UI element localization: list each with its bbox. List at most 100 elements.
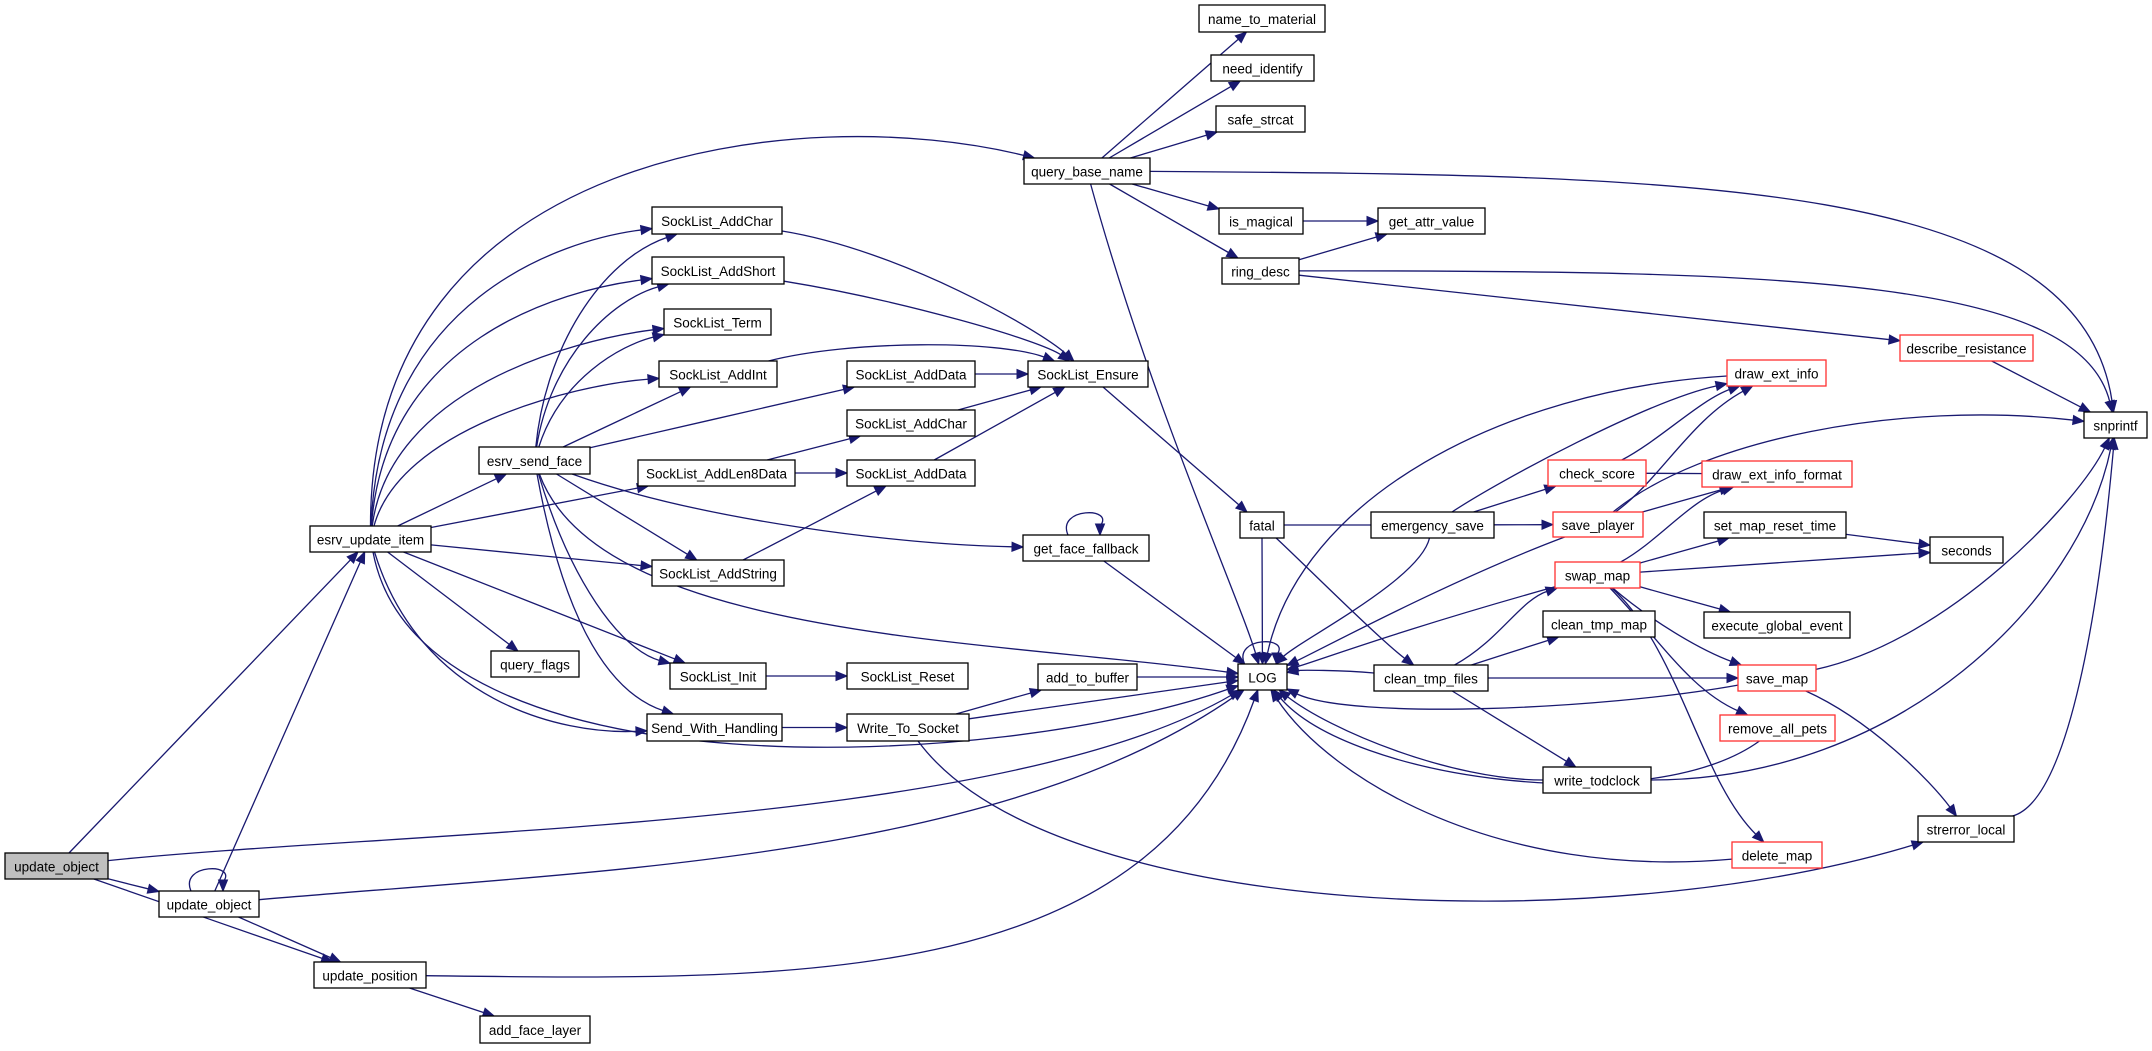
node-box[interactable] (2083, 411, 2148, 439)
node-clean-tmp-files[interactable]: clean_tmp_files (1373, 664, 1489, 692)
node-box[interactable] (1027, 360, 1149, 388)
node-safe-strcat[interactable]: safe_strcat (1215, 105, 1306, 133)
node-box[interactable] (1542, 610, 1656, 638)
node-socklist-addlen8data[interactable]: SockList_AddLen8Data (637, 459, 796, 487)
node-box[interactable] (1023, 157, 1151, 185)
node-box[interactable] (846, 713, 970, 742)
node-save-map[interactable]: save_map (1737, 664, 1817, 692)
node-execute-global-event[interactable]: execute_global_event (1703, 611, 1851, 639)
node-check-score[interactable]: check_score (1547, 459, 1647, 487)
node-box[interactable] (478, 446, 591, 475)
node-esrv-update-item[interactable]: esrv_update_item (309, 525, 432, 553)
node-log[interactable]: LOG (1237, 663, 1288, 691)
node-box[interactable] (646, 713, 783, 742)
node-socklist-term[interactable]: SockList_Term (663, 308, 772, 336)
node-box[interactable] (651, 206, 783, 235)
node-box[interactable] (1737, 664, 1817, 692)
node-box[interactable] (663, 308, 772, 336)
node-box[interactable] (1547, 459, 1647, 487)
node-box[interactable] (1703, 611, 1851, 639)
node-box[interactable] (1218, 207, 1304, 235)
node-clean-tmp-map[interactable]: clean_tmp_map (1542, 610, 1656, 638)
node-socklist-addint[interactable]: SockList_AddInt (658, 360, 778, 388)
node-socklist-adddata-2[interactable]: SockList_AddData (846, 459, 976, 487)
node-name-to-material[interactable]: name_to_material (1198, 4, 1326, 33)
node-box[interactable] (1215, 105, 1306, 133)
node-box[interactable] (651, 559, 785, 587)
node-set-map-reset-time[interactable]: set_map_reset_time (1703, 511, 1847, 539)
node-emergency-save[interactable]: emergency_save (1370, 511, 1495, 539)
node-box[interactable] (651, 256, 785, 285)
node-box[interactable] (1726, 359, 1827, 387)
node-socklist-ensure[interactable]: SockList_Ensure (1027, 360, 1149, 388)
node-box[interactable] (1899, 334, 2034, 362)
node-socklist-adddata-1[interactable]: SockList_AddData (846, 360, 976, 388)
node-box[interactable] (846, 409, 976, 437)
node-esrv-send-face[interactable]: esrv_send_face (478, 446, 591, 475)
node-box[interactable] (1703, 511, 1847, 539)
node-box[interactable] (1701, 460, 1853, 488)
node-query-base-name[interactable]: query_base_name (1023, 157, 1151, 185)
node-box[interactable] (1917, 815, 2015, 843)
node-box[interactable] (1210, 54, 1315, 82)
node-update-position[interactable]: update_position (313, 961, 427, 989)
node-box[interactable] (1239, 511, 1285, 539)
node-get-face-fallback[interactable]: get_face_fallback (1022, 534, 1150, 562)
node-box[interactable] (1198, 4, 1326, 33)
node-box[interactable] (1022, 534, 1150, 562)
node-update-object-root[interactable]: update_object (4, 852, 109, 880)
node-add-face-layer[interactable]: add_face_layer (479, 1015, 591, 1044)
node-box[interactable] (669, 662, 767, 690)
node-send-with-handling[interactable]: Send_With_Handling (646, 713, 783, 742)
node-box[interactable] (1377, 207, 1486, 235)
node-box[interactable] (846, 360, 976, 388)
node-box[interactable] (158, 890, 260, 918)
node-socklist-addchar-2[interactable]: SockList_AddChar (846, 409, 976, 437)
node-draw-ext-info[interactable]: draw_ext_info (1726, 359, 1827, 387)
node-get-attr-value[interactable]: get_attr_value (1377, 207, 1486, 235)
node-box[interactable] (1221, 257, 1300, 285)
node-box[interactable] (1929, 536, 2004, 564)
node-box[interactable] (1552, 511, 1644, 538)
node-socklist-addshort[interactable]: SockList_AddShort (651, 256, 785, 285)
node-box[interactable] (1731, 841, 1823, 869)
node-snprintf[interactable]: snprintf (2083, 411, 2148, 439)
node-socklist-addchar-1[interactable]: SockList_AddChar (651, 206, 783, 235)
node-box[interactable] (309, 525, 432, 553)
node-write-to-socket[interactable]: Write_To_Socket (846, 713, 970, 742)
node-box[interactable] (1542, 766, 1652, 794)
node-box[interactable] (490, 650, 580, 678)
node-seconds[interactable]: seconds (1929, 536, 2004, 564)
node-box[interactable] (846, 459, 976, 487)
node-box[interactable] (1037, 663, 1138, 691)
node-save-player[interactable]: save_player (1552, 511, 1644, 538)
node-need-identify[interactable]: need_identify (1210, 54, 1315, 82)
node-draw-ext-info-format[interactable]: draw_ext_info_format (1701, 460, 1853, 488)
node-socklist-init[interactable]: SockList_Init (669, 662, 767, 690)
node-box[interactable] (4, 852, 109, 880)
node-box[interactable] (637, 459, 796, 487)
node-swap-map[interactable]: swap_map (1554, 561, 1641, 589)
node-box[interactable] (1554, 561, 1641, 589)
node-box[interactable] (1237, 663, 1288, 691)
node-box[interactable] (479, 1015, 591, 1044)
node-box[interactable] (846, 662, 969, 690)
node-remove-all-pets[interactable]: remove_all_pets (1719, 714, 1836, 742)
node-update-object[interactable]: update_object (158, 890, 260, 918)
node-is-magical[interactable]: is_magical (1218, 207, 1304, 235)
node-strerror-local[interactable]: strerror_local (1917, 815, 2015, 843)
node-box[interactable] (313, 961, 427, 989)
node-ring-desc[interactable]: ring_desc (1221, 257, 1300, 285)
node-box[interactable] (1719, 714, 1836, 742)
node-delete-map[interactable]: delete_map (1731, 841, 1823, 869)
node-box[interactable] (1370, 511, 1495, 539)
node-box[interactable] (658, 360, 778, 388)
node-describe-resistance[interactable]: describe_resistance (1899, 334, 2034, 362)
node-add-to-buffer[interactable]: add_to_buffer (1037, 663, 1138, 691)
node-socklist-reset[interactable]: SockList_Reset (846, 662, 969, 690)
node-box[interactable] (1373, 664, 1489, 692)
node-write-todclock[interactable]: write_todclock (1542, 766, 1652, 794)
node-socklist-addstring[interactable]: SockList_AddString (651, 559, 785, 587)
node-fatal[interactable]: fatal (1239, 511, 1285, 539)
node-query-flags[interactable]: query_flags (490, 650, 580, 678)
